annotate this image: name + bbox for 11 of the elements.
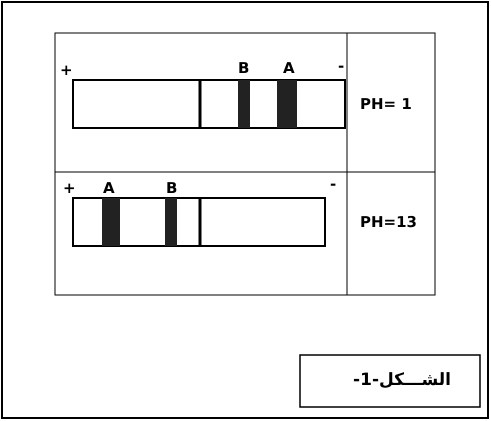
figure-caption: الشـــكل-1- xyxy=(353,372,451,388)
ph-value: PH=13 xyxy=(360,214,417,230)
pole-sign: + xyxy=(60,62,73,78)
band-letter: A xyxy=(103,180,115,196)
pole-sign: + xyxy=(63,180,76,196)
band-letter: B xyxy=(166,180,178,196)
pole-sign: - xyxy=(330,176,336,192)
pole-sign: - xyxy=(338,58,344,74)
band-letter: B xyxy=(238,60,250,76)
ph-value: PH= 1 xyxy=(360,96,412,112)
band-letter: A xyxy=(283,60,295,76)
